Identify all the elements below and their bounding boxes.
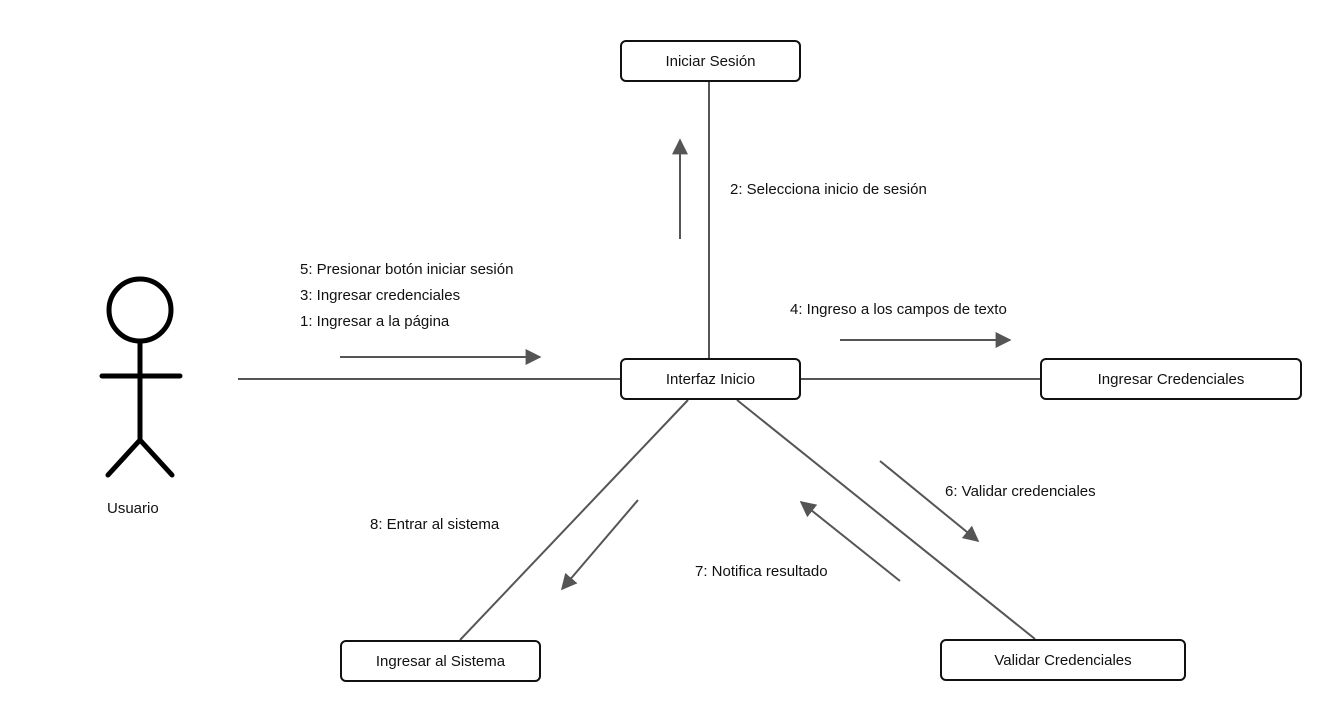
object-interfaz-inicio: Interfaz Inicio: [620, 358, 801, 400]
arrow-msg-6: [879, 460, 980, 543]
actor-left-leg: [105, 437, 143, 478]
message-5-label: 5: Presionar botón iniciar sesión: [300, 261, 514, 278]
message-3-label: 3: Ingresar credenciales: [300, 287, 461, 304]
arrow-msg-8: [560, 499, 639, 591]
message-8-label: 8: Entrar al sistema: [370, 516, 500, 533]
actor-name: Usuario: [107, 500, 159, 517]
object-iniciar-sesion: Iniciar Sesión: [620, 40, 801, 82]
link-interfaz-validar: [736, 399, 1036, 640]
message-2-label: 2: Selecciona inicio de sesión: [730, 181, 927, 198]
actor-right-leg: [137, 437, 175, 478]
object-ingresar-sistema-label: Ingresar al Sistema: [375, 652, 506, 670]
actor-head: [106, 276, 174, 344]
object-ingresar-credenciales: Ingresar Credenciales: [1040, 358, 1302, 400]
message-6-label: 6: Validar credenciales: [945, 483, 1096, 500]
object-iniciar-sesion-label: Iniciar Sesión: [665, 52, 756, 70]
actor-figure: [99, 276, 183, 478]
message-1-label: 1: Ingresar a la página: [300, 313, 450, 330]
object-validar-credenciales: Validar Credenciales: [940, 639, 1186, 681]
object-ingresar-sistema: Ingresar al Sistema: [340, 640, 541, 682]
object-ingresar-credenciales-label: Ingresar Credenciales: [1097, 370, 1245, 388]
object-validar-credenciales-label: Validar Credenciales: [994, 651, 1132, 669]
link-interfaz-sistema: [459, 399, 689, 641]
object-interfaz-inicio-label: Interfaz Inicio: [665, 370, 756, 388]
arrow-msg-7: [799, 501, 901, 582]
message-7-label: 7: Notifica resultado: [695, 563, 828, 580]
message-4-label: 4: Ingreso a los campos de texto: [790, 301, 1007, 318]
